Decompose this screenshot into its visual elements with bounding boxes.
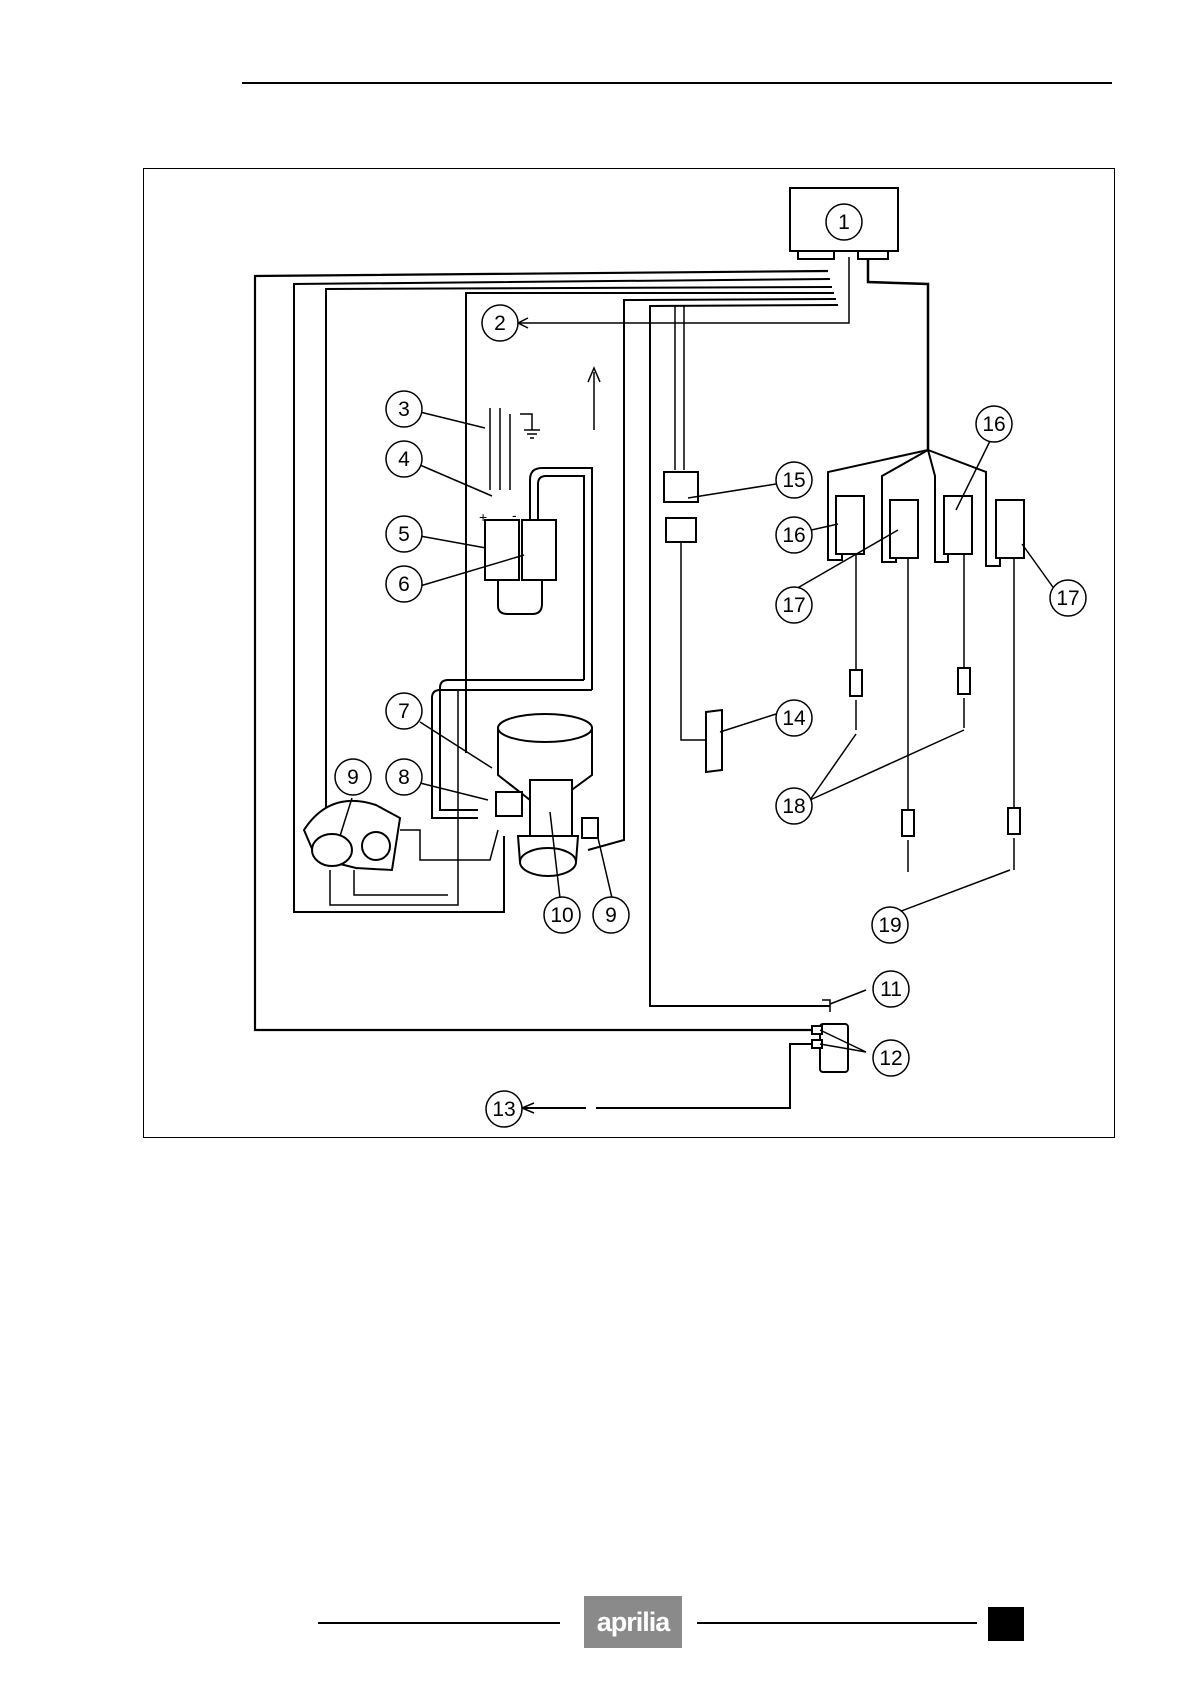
callout-13: 13	[486, 1091, 522, 1127]
callout-7: 7	[386, 693, 422, 729]
callout-11: 11	[873, 971, 909, 1007]
svg-text:16: 16	[982, 413, 1005, 436]
callout-1: 1	[826, 204, 862, 240]
callout-9a: 9	[335, 759, 371, 795]
svg-text:17: 17	[782, 594, 805, 617]
callout-19: 19	[872, 907, 908, 943]
page-marker-box	[988, 1607, 1024, 1641]
svg-text:9: 9	[605, 904, 617, 927]
relay-5	[485, 520, 519, 580]
svg-text:16: 16	[782, 524, 805, 547]
svg-text:3: 3	[398, 398, 410, 421]
coil-17b	[996, 500, 1024, 558]
callout-3: 3	[386, 391, 422, 427]
harness-loop-6	[650, 305, 838, 1006]
svg-text:11: 11	[880, 978, 902, 1001]
callout-15: 15	[776, 462, 812, 498]
svg-text:12: 12	[879, 1047, 902, 1070]
svg-text:19: 19	[878, 914, 901, 937]
callout-6: 6	[386, 566, 422, 602]
callout-14: 14	[776, 700, 812, 736]
svg-text:5: 5	[398, 523, 410, 546]
sensor-14-bracket	[706, 710, 722, 772]
aprilia-logo: aprilia	[584, 1596, 682, 1648]
callout-2: 2	[482, 305, 518, 341]
callout-10: 10	[544, 897, 580, 933]
svg-text:13: 13	[492, 1098, 515, 1121]
coil-17a	[890, 500, 918, 558]
callout-9b: 9	[593, 897, 629, 933]
svg-text:17: 17	[1056, 587, 1079, 610]
svg-text:6: 6	[398, 573, 410, 596]
coil-16a	[836, 496, 864, 554]
callout-16b: 16	[976, 406, 1012, 442]
svg-text:7: 7	[398, 700, 410, 723]
svg-text:8: 8	[398, 766, 410, 789]
callout-4: 4	[386, 441, 422, 477]
throttle-body	[530, 780, 572, 836]
harness-loop-outer	[255, 271, 828, 1030]
callout-8: 8	[386, 759, 422, 795]
relay-6	[522, 520, 556, 580]
svg-text:14: 14	[782, 707, 806, 730]
svg-text:10: 10	[550, 904, 573, 927]
callout-18: 18	[776, 788, 812, 824]
callout-16a: 16	[776, 517, 812, 553]
svg-text:2: 2	[494, 312, 506, 335]
svg-text:1: 1	[838, 211, 850, 234]
callout-5: 5	[386, 516, 422, 552]
svg-text:4: 4	[398, 448, 410, 471]
svg-text:9: 9	[347, 766, 359, 789]
svg-text:15: 15	[782, 469, 805, 492]
footer-rule-right	[697, 1622, 977, 1624]
plus-mark: +	[479, 509, 487, 525]
minus-mark: -	[512, 507, 517, 523]
callout-17b: 17	[1050, 580, 1086, 616]
callout-17a: 17	[776, 587, 812, 623]
svg-text:18: 18	[782, 795, 805, 818]
footer-rule-left	[318, 1622, 560, 1624]
throttle-body-outlet	[520, 848, 576, 876]
callout-12: 12	[873, 1040, 909, 1076]
